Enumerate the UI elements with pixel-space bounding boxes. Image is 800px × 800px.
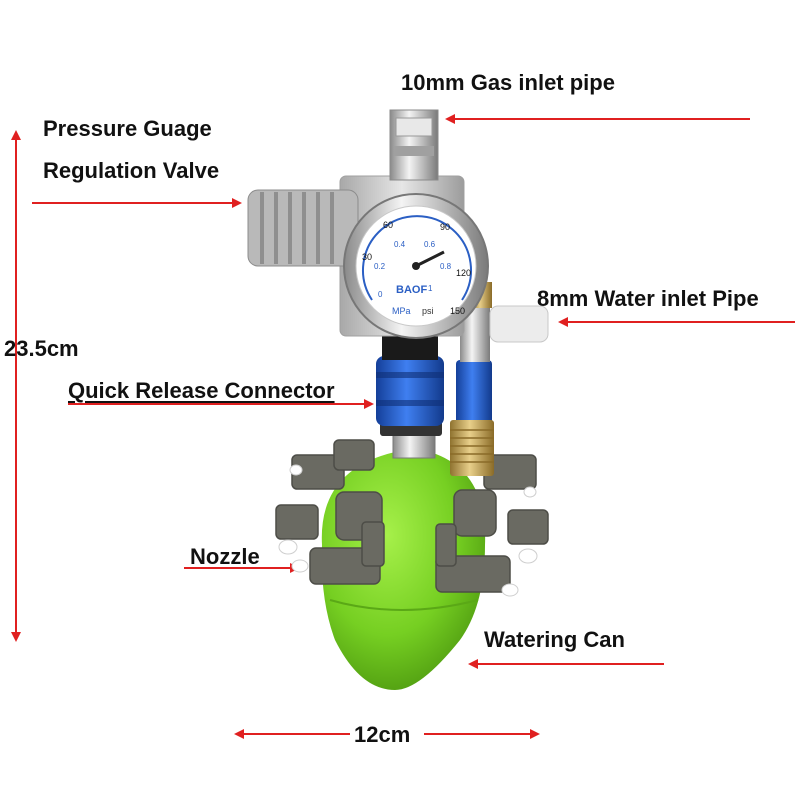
gauge-psi-tick: 60 bbox=[383, 220, 394, 230]
quick-release-connector bbox=[376, 356, 444, 426]
label-regulation-valve: Regulation Valve bbox=[43, 158, 220, 183]
gauge-psi-tick: 30 bbox=[362, 252, 373, 262]
nozzle bbox=[361, 521, 385, 567]
label-width: 12cm bbox=[354, 722, 411, 747]
annotation-arrows bbox=[11, 114, 795, 739]
water-inlet-fitting bbox=[489, 305, 549, 343]
nozzle-array bbox=[275, 439, 549, 593]
gauge-mpa-tick: 0.6 bbox=[424, 240, 436, 249]
label-watering-can: Watering Can bbox=[484, 627, 625, 652]
gauge-mpa-tick: 0.2 bbox=[374, 262, 386, 271]
gauge-psi-tick: 120 bbox=[456, 268, 472, 278]
gauge-mpa-tick: 0 bbox=[378, 290, 383, 299]
label-quick-release: Quick Release Connector bbox=[68, 378, 335, 403]
gauge-mpa-tick: 0.4 bbox=[394, 240, 406, 249]
gauge-unit-mpa: MPa bbox=[392, 306, 411, 316]
water-inlet-line bbox=[450, 282, 549, 476]
label-pressure-gauge: Pressure Guage bbox=[43, 116, 212, 141]
pressure-gauge bbox=[343, 193, 489, 339]
label-nozzle: Nozzle bbox=[190, 544, 260, 569]
label-water-inlet: 8mm Water inlet Pipe bbox=[537, 286, 759, 311]
gauge-unit-psi: psi bbox=[422, 306, 434, 316]
nozzle bbox=[333, 439, 375, 471]
nozzle bbox=[435, 523, 457, 567]
connector-stack bbox=[376, 332, 444, 459]
gauge-psi-tick: 150 bbox=[450, 306, 466, 316]
gauge-mpa-tick: 1 bbox=[428, 284, 433, 293]
nozzle-tips bbox=[278, 464, 538, 597]
gauge-mpa-tick: 0.8 bbox=[440, 262, 452, 271]
gauge-brand: BAOF bbox=[396, 284, 428, 296]
nozzle bbox=[275, 504, 319, 540]
gauge-psi-tick: 90 bbox=[440, 222, 451, 232]
nozzle bbox=[453, 489, 497, 537]
label-gas-inlet: 10mm Gas inlet pipe bbox=[401, 70, 615, 95]
label-height: 23.5cm bbox=[4, 336, 79, 361]
nozzle bbox=[507, 509, 549, 545]
